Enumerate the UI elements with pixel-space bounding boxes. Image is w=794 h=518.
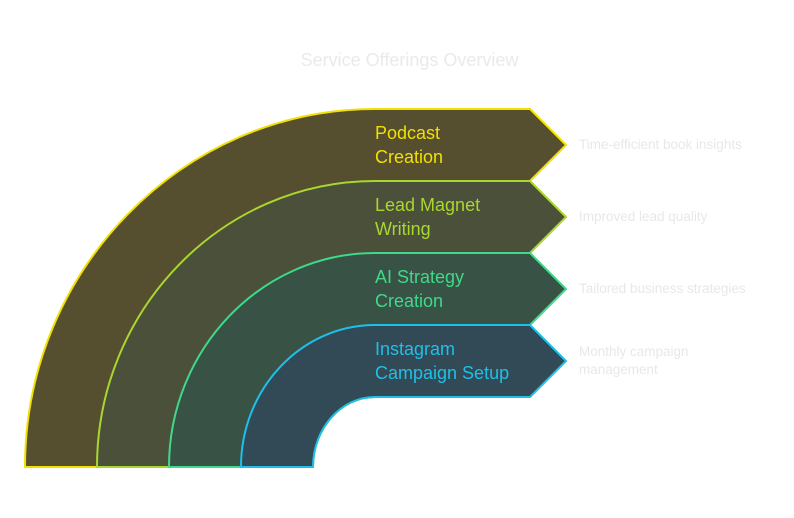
description-podcast: Time-efficient book insights: [579, 137, 742, 152]
description-lead-magnet: Improved lead quality: [579, 209, 708, 224]
description-ai-strategy: Tailored business strategies: [579, 281, 746, 296]
band-instagram: [240, 324, 567, 468]
description-instagram: Monthly campaign management: [579, 344, 689, 377]
diagram-title: Service Offerings Overview: [300, 50, 519, 70]
